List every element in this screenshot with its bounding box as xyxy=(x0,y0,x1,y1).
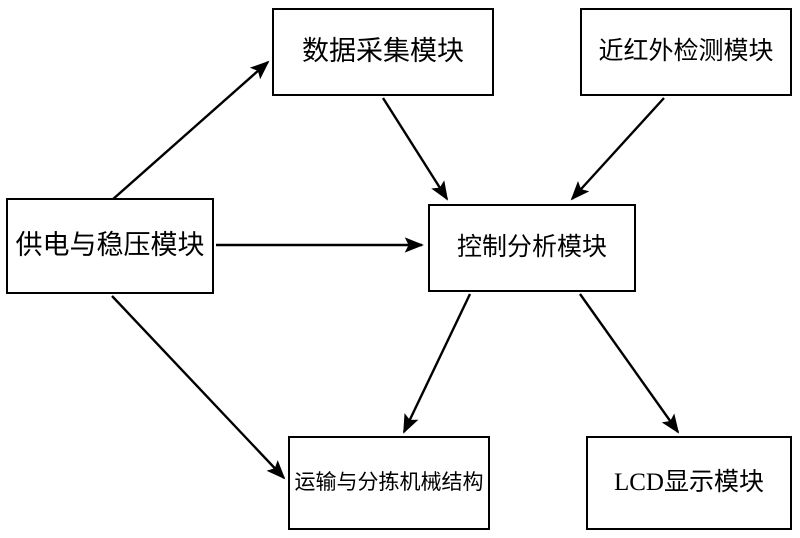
node-data-acquisition-module[interactable]: 数据采集模块 xyxy=(272,8,494,96)
arrow-power-to-sorting xyxy=(111,295,286,480)
node-label: 数据采集模块 xyxy=(302,36,464,67)
node-power-module[interactable]: 供电与稳压模块 xyxy=(6,198,214,294)
node-lcd-display-module[interactable]: LCD显示模块 xyxy=(586,436,792,530)
arrow-control-to-sorting xyxy=(402,293,472,434)
node-control-analysis-module[interactable]: 控制分析模块 xyxy=(428,204,636,292)
node-nir-detection-module[interactable]: 近红外检测模块 xyxy=(580,8,792,96)
node-label: LCD显示模块 xyxy=(613,469,764,497)
arrow-control-to-lcd xyxy=(579,293,680,434)
node-label: 运输与分拣机械结构 xyxy=(294,470,484,495)
arrow-power-to-acquisition xyxy=(111,60,270,201)
arrow-nir-to-control xyxy=(570,97,665,201)
arrow-acquisition-to-control xyxy=(381,97,449,201)
node-transport-sorting-structure[interactable]: 运输与分拣机械结构 xyxy=(288,436,490,530)
node-label: 近红外检测模块 xyxy=(598,38,774,66)
node-label: 供电与稳压模块 xyxy=(15,230,205,261)
node-label: 控制分析模块 xyxy=(456,234,607,262)
